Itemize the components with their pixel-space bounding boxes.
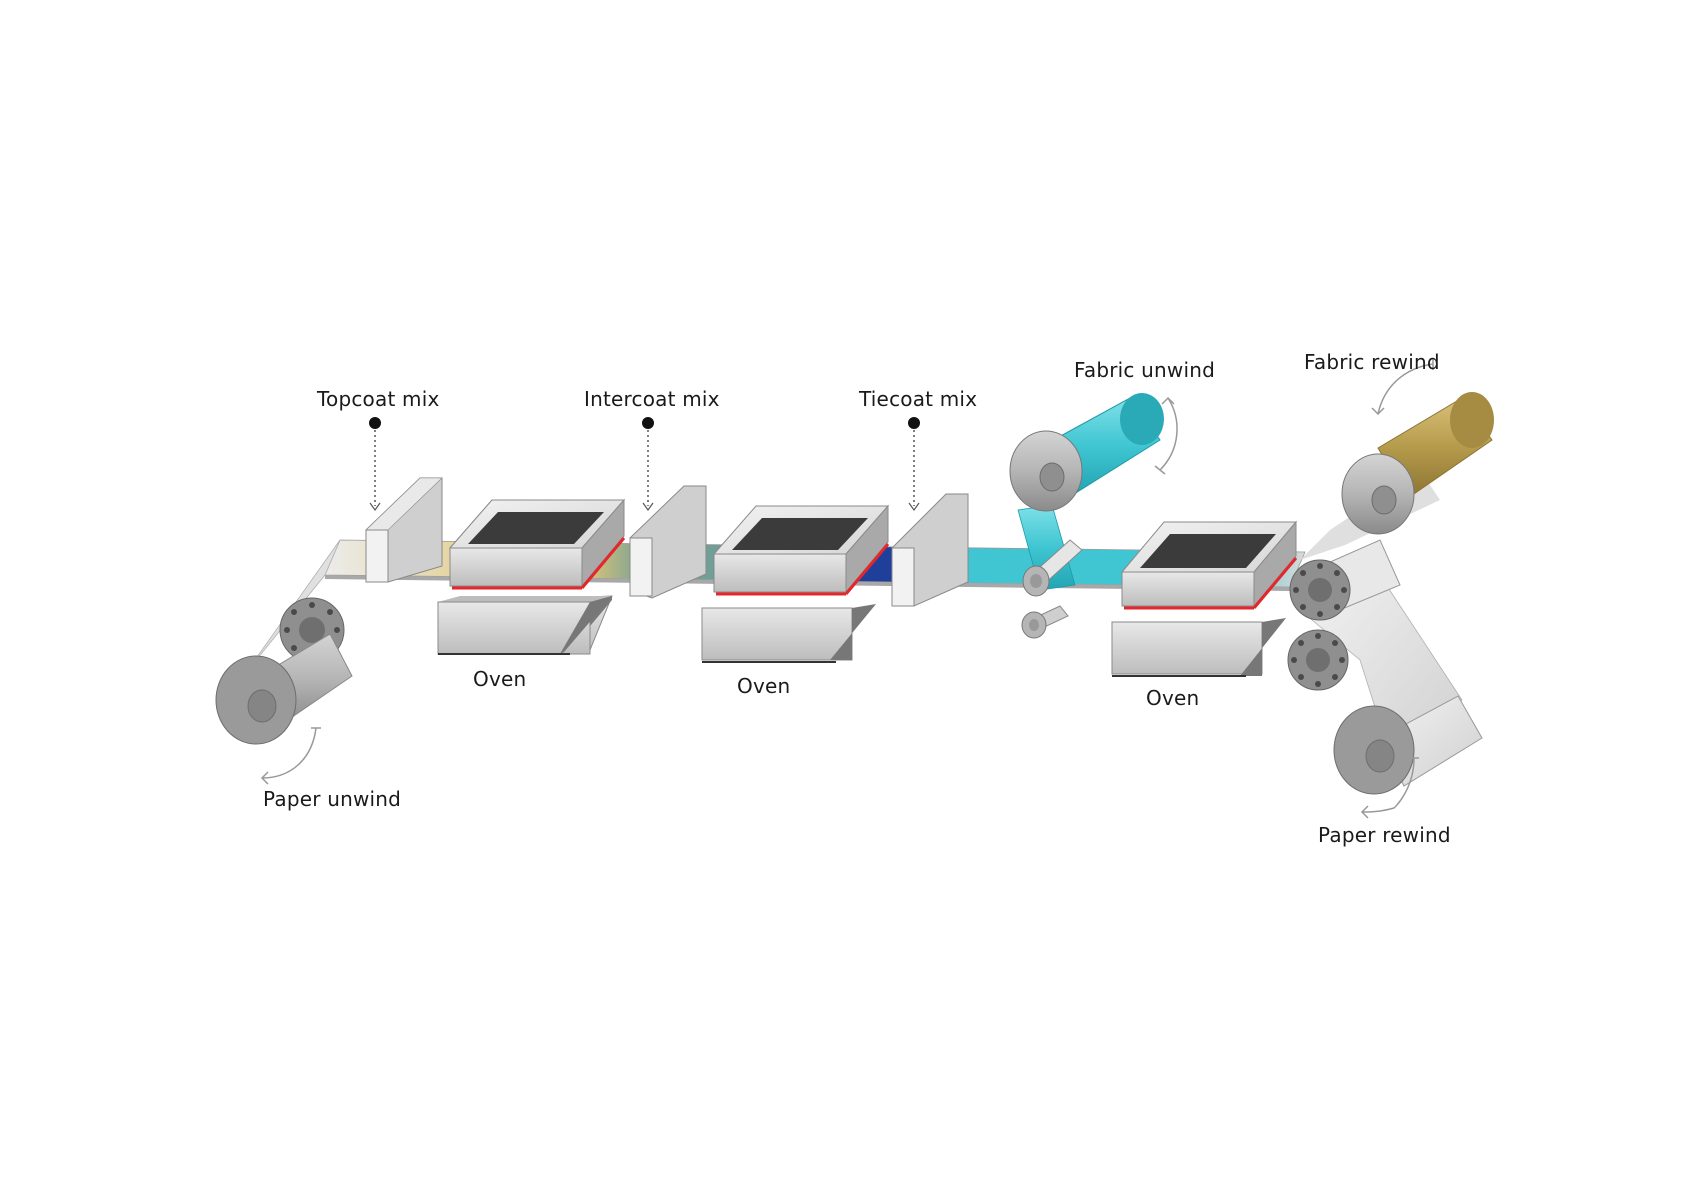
fabric-rewind-rotation-arrow [1377, 363, 1434, 415]
oven-bottom-3 [1111, 618, 1286, 677]
paper-rewind-rotation-arrow [1361, 757, 1415, 813]
oven-label-2: Oven [737, 674, 791, 698]
tiecoat-knife [891, 493, 969, 607]
paper-unwind-roll [215, 633, 353, 745]
tiecoat-mix-label: Tiecoat mix [859, 387, 978, 411]
fabric-unwind-roll [1009, 393, 1164, 512]
fabric-unwind-rotation-arrow [1159, 397, 1178, 471]
tiecoat-pointer [908, 417, 920, 512]
lamination-roller-top [1022, 539, 1083, 597]
oven-label-1: Oven [473, 667, 527, 691]
oven-bottom-2 [701, 604, 876, 663]
topcoat-pointer [369, 417, 381, 512]
right-guide-roller-top [1289, 539, 1401, 621]
right-guide-roller-bottom [1287, 629, 1349, 691]
oven-bottom-1 [437, 595, 613, 655]
oven-top-3 [1120, 520, 1298, 610]
intercoat-mix-label: Intercoat mix [584, 387, 720, 411]
paper-rewind-label: Paper rewind [1318, 823, 1451, 847]
oven-top-1 [448, 498, 626, 590]
fabric-rewind-label: Fabric rewind [1304, 350, 1440, 374]
intercoat-knife [629, 485, 707, 599]
paper-rewind-roll [1333, 695, 1483, 795]
intercoat-pointer [642, 417, 654, 512]
fabric-unwind-label: Fabric unwind [1074, 358, 1215, 382]
oven-label-3: Oven [1146, 686, 1200, 710]
paper-unwind-rotation-arrow [261, 727, 317, 779]
paper-unwind-label: Paper unwind [263, 787, 402, 811]
lamination-roller-bottom [1021, 605, 1069, 639]
oven-top-2 [712, 504, 890, 596]
topcoat-mix-label: Topcoat mix [317, 387, 440, 411]
fabric-rewind-roll [1341, 392, 1494, 535]
topcoat-knife [365, 477, 443, 583]
